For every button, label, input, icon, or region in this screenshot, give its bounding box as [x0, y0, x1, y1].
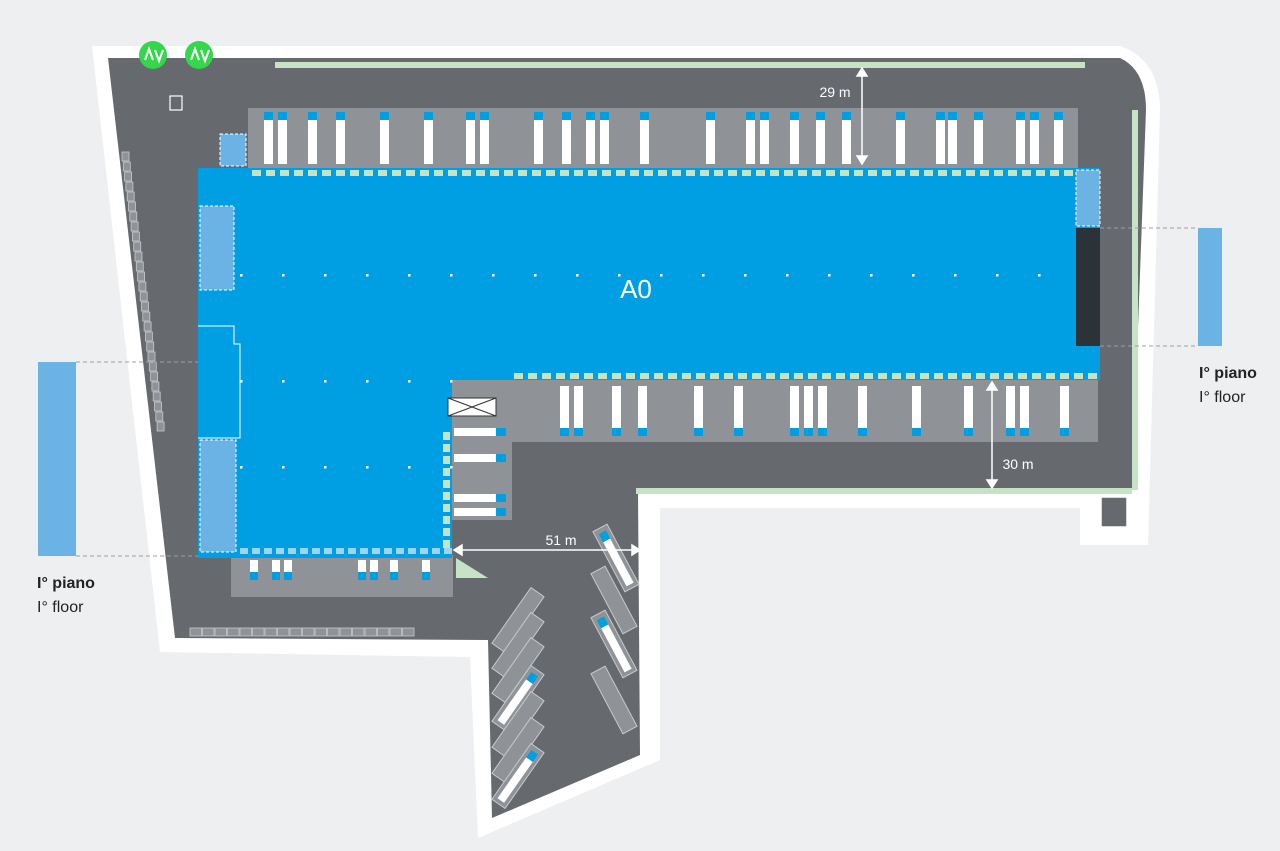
- mezzanine-right-label: I° piano: [1199, 365, 1257, 382]
- greenery-top: [275, 62, 1085, 68]
- mezzanine-left-label: I° piano: [37, 575, 95, 592]
- entrance-arrow-icon: [139, 41, 167, 69]
- dimension-bottom: 30 m: [1002, 456, 1033, 472]
- mezzanine-right-sublabel: I° floor: [1199, 389, 1246, 406]
- dimension-yard: 51 m: [545, 532, 576, 548]
- office-block: [1076, 228, 1100, 346]
- dimension-arrows: [452, 66, 999, 557]
- dock-doors: [240, 170, 1097, 554]
- parking-bottom: [189, 627, 415, 637]
- dimension-top: 29 m: [819, 84, 850, 100]
- parking-left: [121, 151, 165, 432]
- greenery-right: [1132, 110, 1138, 490]
- greenery-corner: [456, 558, 488, 578]
- greenery-bottom: [636, 488, 1132, 494]
- column-grid: [240, 274, 1041, 469]
- trucks: [250, 112, 1069, 580]
- warehouse-a0: [198, 168, 1100, 558]
- mezzanine-right: [1198, 228, 1222, 346]
- diagonal-parking: [491, 523, 640, 810]
- mezzanine-left-sublabel: I° floor: [37, 599, 84, 616]
- mezzanine-left: [38, 362, 76, 556]
- building-label: A0: [620, 274, 652, 304]
- entrance-arrow-icon: [185, 41, 213, 69]
- dock-apron-left-lower: [231, 555, 453, 597]
